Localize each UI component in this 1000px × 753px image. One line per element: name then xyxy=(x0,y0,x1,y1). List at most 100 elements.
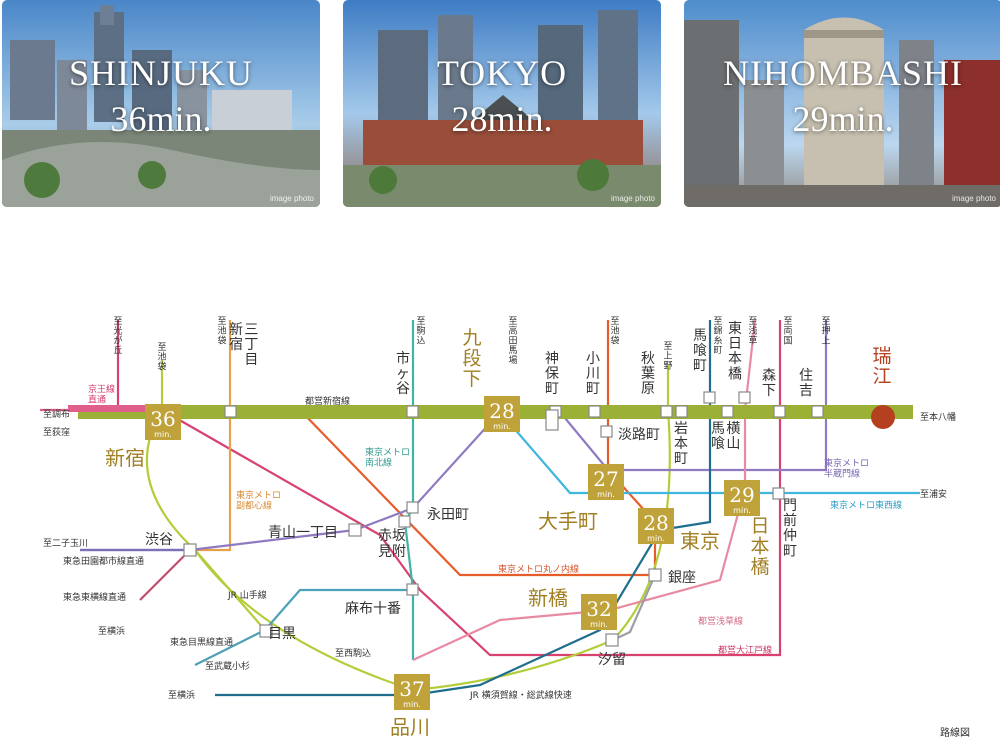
time-badge-kudanshita: 28min. xyxy=(484,396,520,432)
nihombashi-building-image xyxy=(684,0,1000,207)
station-sumiyoshi: 住 xyxy=(799,368,813,384)
line-label-yokosuka: JR 横須賀線・総武線快速 xyxy=(469,689,572,701)
line-label-hanzomon: 東京メトロ xyxy=(824,457,869,469)
station-sumiyoshi: 吉 xyxy=(799,383,813,399)
line-label-meguro: 東急目黒線直通 xyxy=(170,636,233,648)
dest-kinshicho: 糸 xyxy=(713,334,722,346)
station-awajicho: 淡路町 xyxy=(618,427,660,443)
time-badge-minutes: 29 xyxy=(729,483,754,507)
station-ogawamachi: 川 xyxy=(586,366,600,382)
city-name: SHINJUKU xyxy=(68,53,253,93)
dest-ikebukuro: 至 xyxy=(610,316,619,327)
station-higashinihombashi: 日 xyxy=(728,336,742,352)
station-shimbashi: 新橋 xyxy=(528,586,568,610)
station-morishita: 森 xyxy=(762,368,776,384)
time-badge-unit: min. xyxy=(597,490,615,499)
time-badge-shinjuku: 36min. xyxy=(145,404,181,440)
line-label-asakusa: 都営浅草線 xyxy=(698,615,743,627)
photo-shinjuku: SHINJUKU 36min. image photo xyxy=(2,0,320,207)
line-meguro xyxy=(194,588,413,666)
dest-yokohama: 至横浜 xyxy=(168,689,195,701)
station-bakurocho: 馬 xyxy=(693,328,707,344)
line-label-yamanote: JR 山手線 xyxy=(227,589,267,601)
station-shiodome: 汐留 xyxy=(598,652,626,668)
time-badge-unit: min. xyxy=(733,506,751,515)
line-label-keio: 京王線 xyxy=(88,383,115,395)
line-oedo-north xyxy=(116,320,162,414)
station-aoyama-itchome: 青山一丁目 xyxy=(268,525,338,541)
dest-takadanobaba: 馬 xyxy=(508,345,517,356)
dest-komagome: 駒 xyxy=(416,325,425,337)
station-nihombashi: 日 xyxy=(750,515,769,537)
station-monzennakacho: 門 xyxy=(783,498,797,514)
station-monzennakacho: 町 xyxy=(783,543,797,559)
dest-takadanobaba: 場 xyxy=(508,354,517,366)
photo-tokyo: TOKYO 28min. image photo xyxy=(343,0,661,207)
station-shinjuku-sanchome: 目 xyxy=(244,352,258,368)
dest-ueno: 至 xyxy=(663,341,672,352)
dest-oshiage: 上 xyxy=(821,335,830,346)
station-otemachi: 大手町 xyxy=(538,509,598,533)
station-shinjuku: 新宿 xyxy=(105,446,145,470)
station-akihabara: 原 xyxy=(641,381,655,397)
dest-hikarigaoka: 光 xyxy=(113,325,122,337)
time-badge-box xyxy=(588,464,624,500)
station-bakuro-yokoyama: 喰 xyxy=(711,436,725,452)
station-higashinihombashi: 橋 xyxy=(728,366,742,382)
dest-ryogoku: 至 xyxy=(783,316,792,327)
dest-ikebukuro: 池 xyxy=(610,325,619,337)
station-kudanshita: 下 xyxy=(462,368,481,390)
time-badge-minutes: 28 xyxy=(643,511,668,535)
dest-ikebukuro: 至 xyxy=(217,316,226,327)
station-shinagawa: 品川 xyxy=(390,715,430,739)
time-badge-tokyo: 28min. xyxy=(638,508,674,544)
time-badge-box xyxy=(145,404,181,440)
city-name: NIHOMBASHI xyxy=(722,53,963,93)
station-higashinihombashi: 本 xyxy=(728,351,742,367)
dest-motoyawata: 至本八幡 xyxy=(920,411,956,423)
time-badge-box xyxy=(638,508,674,544)
shinjuku-cityscape-image xyxy=(2,0,320,207)
station-akihabara: 葉 xyxy=(641,366,655,382)
station-azabu-juban: 麻布十番 xyxy=(345,601,401,617)
time-badge-unit: min. xyxy=(590,620,608,629)
station-shibuya: 渋谷 xyxy=(145,532,173,548)
dest-yokohama: 至横浜 xyxy=(98,625,125,637)
dest-takadanobaba: 高 xyxy=(508,325,517,337)
line-yamanote-sw xyxy=(194,549,266,631)
line-label-toei-shinjuku: 都営新宿線 xyxy=(305,395,350,407)
station-higashinihombashi: 東 xyxy=(728,321,742,337)
line-oedo xyxy=(161,320,782,657)
station-akasaka-mitsuke: 赤坂 xyxy=(378,528,406,544)
dest-komagome: 込 xyxy=(416,335,425,346)
time-badge-nihombashi: 29min. xyxy=(724,480,760,516)
station-nihombashi: 本 xyxy=(750,536,769,558)
time-badge-minutes: 28 xyxy=(489,399,514,423)
line-label-oedo: 都営大江戸線 xyxy=(718,644,772,656)
station-meguro: 目黒 xyxy=(268,626,296,642)
travel-time: 29min. xyxy=(792,99,894,139)
station-jimbocho: 町 xyxy=(545,381,559,397)
line-label-toyoko: 東急東横線直通 xyxy=(63,591,126,603)
city-name: TOKYO xyxy=(436,53,568,93)
station-ichigaya: 市 xyxy=(396,350,410,367)
station-shinjuku-sanchome: 宿 xyxy=(229,336,243,353)
time-badge-unit: min. xyxy=(647,534,665,543)
station-bakurocho: 町 xyxy=(693,358,707,374)
line-tozai xyxy=(499,411,920,495)
line-label-marunouchi: 東京メトロ丸ノ内線 xyxy=(498,563,579,575)
time-badge-minutes: 37 xyxy=(399,677,424,701)
station-bakurocho: 喰 xyxy=(693,343,707,359)
time-badge-box xyxy=(394,674,430,710)
mizue-marker xyxy=(871,405,895,429)
station-ogawamachi: 町 xyxy=(586,381,600,397)
dest-hikarigaoka: 丘 xyxy=(113,345,122,356)
dest-ogikubo: 至荻窪 xyxy=(43,426,70,438)
station-ichigaya: 谷 xyxy=(396,381,410,397)
station-ichigaya: ヶ xyxy=(396,366,410,382)
dest-futakotamagawa: 至二子玉川 xyxy=(43,538,88,549)
station-akasaka-mitsuke: 見附 xyxy=(378,544,406,560)
station-mizue: 江 xyxy=(872,366,891,388)
dest-oshiage: 至 xyxy=(821,316,830,327)
